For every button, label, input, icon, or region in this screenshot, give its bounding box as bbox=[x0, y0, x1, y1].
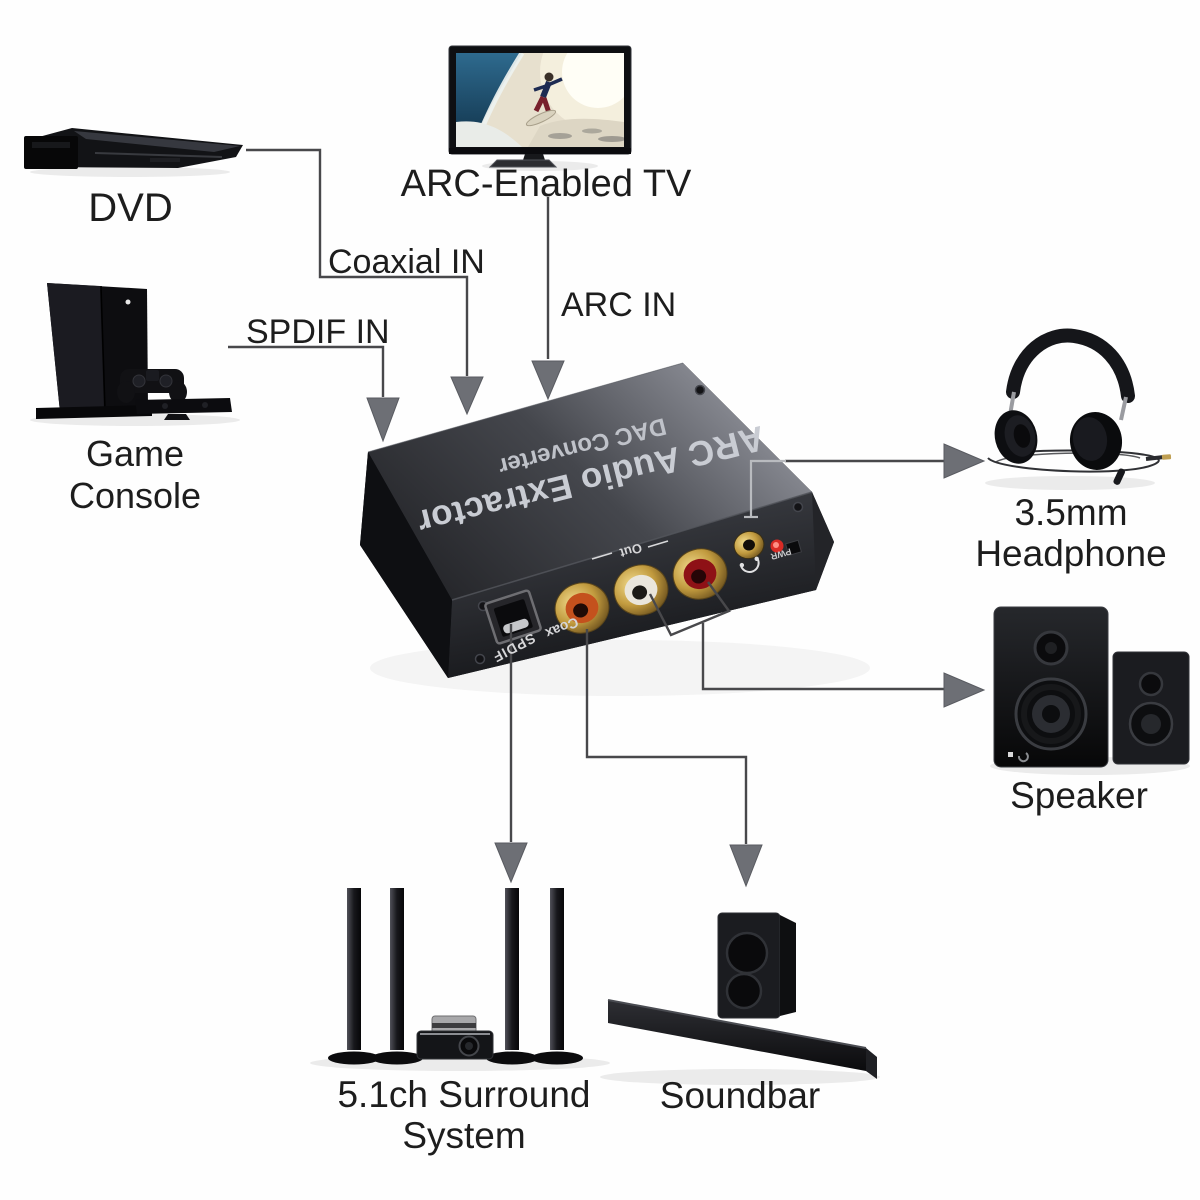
line-rca-to-speaker bbox=[701, 623, 944, 691]
arrow-arc-in bbox=[531, 360, 565, 401]
spdif-in-label: SPDIF IN bbox=[246, 313, 390, 351]
headphone-label: 3.5mm Headphone bbox=[952, 492, 1190, 574]
arrow-coaxial-in bbox=[450, 376, 484, 416]
power-led bbox=[770, 539, 784, 553]
surround-label: 5.1ch Surround System bbox=[328, 1074, 600, 1156]
line-console-to-spdif-in bbox=[228, 345, 385, 397]
headphone-icon bbox=[739, 556, 760, 573]
soundbar-label: Soundbar bbox=[659, 1075, 821, 1116]
coaxial-in-label: Coaxial IN bbox=[328, 243, 485, 281]
arrow-to-soundbar bbox=[729, 844, 763, 888]
connection-lines-over-device bbox=[744, 459, 786, 519]
surround-label-line2: System bbox=[402, 1115, 526, 1156]
rca-pair-bracket bbox=[648, 581, 731, 637]
soundbar-image bbox=[607, 912, 877, 1079]
out-label-dashes bbox=[591, 540, 669, 560]
game-console-label: Game Console bbox=[68, 433, 202, 516]
game-controller bbox=[117, 369, 187, 403]
arrow-spdif-in bbox=[366, 397, 400, 443]
headphones-image bbox=[987, 328, 1172, 485]
tower-speakers bbox=[328, 888, 583, 1065]
case-screws bbox=[474, 384, 804, 665]
optical-spdif-port bbox=[484, 589, 542, 645]
speakers-image bbox=[993, 606, 1190, 768]
tv-label: ARC-Enabled TV bbox=[400, 163, 692, 205]
surfer-figure bbox=[525, 72, 563, 127]
arrow-to-headphone bbox=[943, 443, 986, 479]
dvd-player-image bbox=[24, 128, 243, 169]
camera-bar bbox=[135, 398, 232, 420]
surround-label-line1: 5.1ch Surround bbox=[337, 1074, 591, 1115]
rca-right-jack bbox=[672, 548, 728, 600]
surround-system-image bbox=[328, 888, 583, 1065]
line-dvd-to-coaxial-in bbox=[246, 148, 469, 376]
arc-in-label: ARC IN bbox=[561, 286, 677, 324]
dvd-label: DVD bbox=[88, 186, 173, 230]
connection-lines bbox=[228, 148, 944, 844]
arrow-to-speaker bbox=[943, 672, 986, 708]
arrow-to-surround bbox=[494, 842, 528, 884]
center-unit bbox=[416, 1015, 494, 1060]
usb-power-port bbox=[784, 539, 803, 557]
arrows bbox=[366, 360, 986, 888]
headphone-label-line1: 3.5mm bbox=[1014, 492, 1128, 533]
line-coax-to-soundbar bbox=[585, 629, 748, 844]
coaxial-rca-jack bbox=[554, 582, 610, 634]
headphone-label-line2: Headphone bbox=[975, 533, 1167, 574]
speaker-label: Speaker bbox=[1010, 775, 1148, 816]
game-console-image bbox=[36, 283, 232, 420]
audio-extractor-device-image bbox=[360, 362, 834, 678]
headphone-jack-3-5mm bbox=[733, 530, 765, 560]
tv-image bbox=[448, 45, 632, 168]
